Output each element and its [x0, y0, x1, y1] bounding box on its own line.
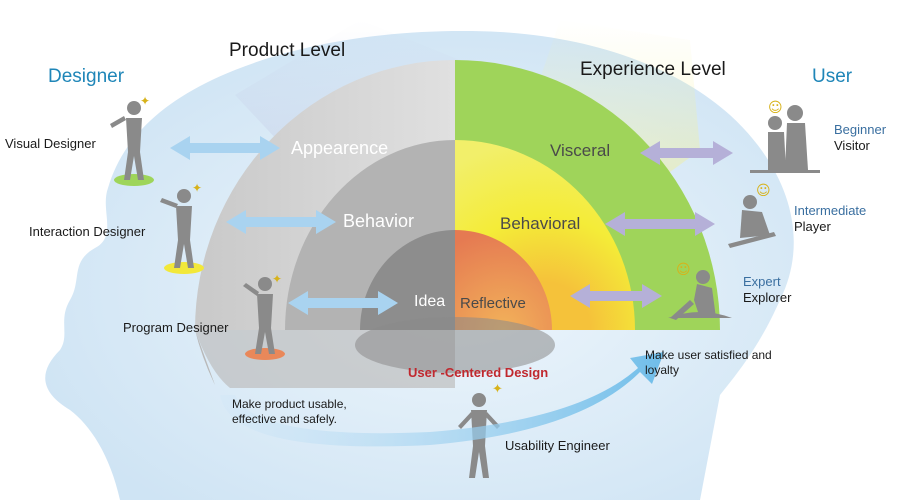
user-role: Player — [794, 219, 831, 234]
user-level: Expert — [743, 274, 781, 289]
user-centered-design-title: User -Centered Design — [408, 365, 549, 380]
user-level: Beginner — [834, 122, 887, 137]
layer-appearence: Appearence — [291, 138, 389, 158]
product-ring-outer-side — [195, 330, 215, 385]
visual-designer-arrow — [170, 136, 280, 160]
expert-explorer-label: Expert Explorer — [743, 274, 791, 306]
intermediate-player-figure — [728, 195, 776, 248]
center-platform — [355, 317, 555, 373]
intermediate-arrow — [605, 212, 715, 236]
layer-visceral: Visceral — [550, 141, 611, 160]
smiley-icon: ☺ — [756, 183, 771, 199]
idea-bulb-icon: ✦ — [272, 272, 282, 286]
program-designer-arrow — [288, 291, 398, 315]
product-goal-note: Make product usable, effective and safel… — [232, 397, 347, 426]
interaction-designer-label: Interaction Designer — [29, 224, 146, 239]
layer-reflective: Reflective — [460, 295, 526, 312]
expert-explorer-figure — [668, 270, 732, 320]
idea-bulb-icon: ✦ — [492, 382, 503, 397]
usability-engineer-label: Usability Engineer — [505, 438, 610, 453]
user-role: Explorer — [743, 290, 792, 305]
user-role: Visitor — [834, 138, 870, 153]
user-level: Intermediate — [794, 203, 867, 218]
beginner-visitor-label: Beginner Visitor — [834, 122, 886, 154]
interaction-designer-arrow — [226, 210, 336, 234]
visual-designer-label: Visual Designer — [5, 136, 96, 151]
designer-column-title: Designer — [48, 66, 125, 87]
idea-bulb-icon: ✦ — [140, 94, 150, 108]
layer-idea: Idea — [414, 293, 446, 310]
user-column-title: User — [812, 66, 853, 87]
smiley-icon: ☺ — [768, 100, 783, 116]
idea-bulb-icon: ✦ — [192, 181, 202, 195]
program-designer-label: Program Designer — [123, 320, 229, 335]
program-designer-figure — [243, 277, 285, 360]
intermediate-player-label: Intermediate Player — [794, 203, 866, 235]
product-level-title: Product Level — [229, 40, 346, 61]
user-goal-note: Make user satisfied and loyalty — [645, 348, 772, 377]
layer-behavior: Behavior — [343, 211, 415, 231]
layer-behavioral: Behavioral — [500, 214, 581, 233]
beginner-arrow — [640, 141, 733, 165]
beginner-visitor-figure — [750, 105, 820, 173]
experience-level-title: Experience Level — [580, 59, 726, 80]
smiley-icon: ☺ — [676, 262, 691, 278]
interaction-designer-figure — [160, 189, 204, 274]
visual-designer-figure — [110, 101, 154, 186]
experience-ring-inner — [455, 230, 552, 330]
expert-arrow — [570, 284, 662, 308]
